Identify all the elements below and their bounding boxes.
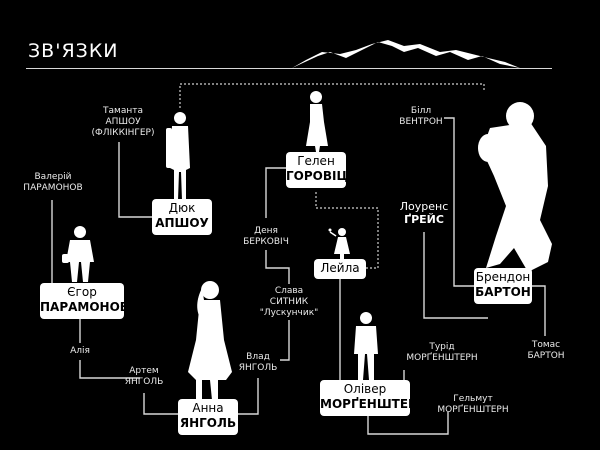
line-brendon-tomas: [528, 285, 546, 336]
helen-silhouette-icon: [306, 91, 328, 152]
duke-silhouette-icon: [166, 112, 190, 200]
anna-silhouette-icon: [188, 281, 232, 400]
line-lawrence-oliver: [423, 232, 488, 319]
line-artem-anna: [143, 393, 180, 415]
line-helen-denya: [265, 167, 286, 218]
oliver-silhouette-icon: [354, 312, 378, 380]
leila-silhouette-icon: [328, 228, 350, 262]
line-tamanta-duke: [118, 142, 160, 218]
line-bill-brendon: [444, 117, 476, 287]
brendon-silhouette-icon: [478, 102, 552, 272]
line-vlad-anna: [238, 378, 259, 415]
line-denya-slava: [265, 250, 290, 284]
label-aliya: Алія: [70, 346, 90, 356]
title-divider: [26, 68, 552, 69]
yegor-silhouette-icon: [62, 226, 94, 282]
page-title: ЗВ'ЯЗКИ: [28, 40, 119, 62]
line-aliya-artem: [79, 360, 140, 379]
dotted-duke-helen: [179, 83, 485, 108]
box-leila: Лейла: [314, 259, 366, 279]
line-oliver-gelmut: [367, 412, 449, 435]
mountain-icon: [292, 40, 520, 68]
line-slava-vlad: [280, 320, 290, 361]
dotted-helen-leila: [315, 192, 379, 269]
